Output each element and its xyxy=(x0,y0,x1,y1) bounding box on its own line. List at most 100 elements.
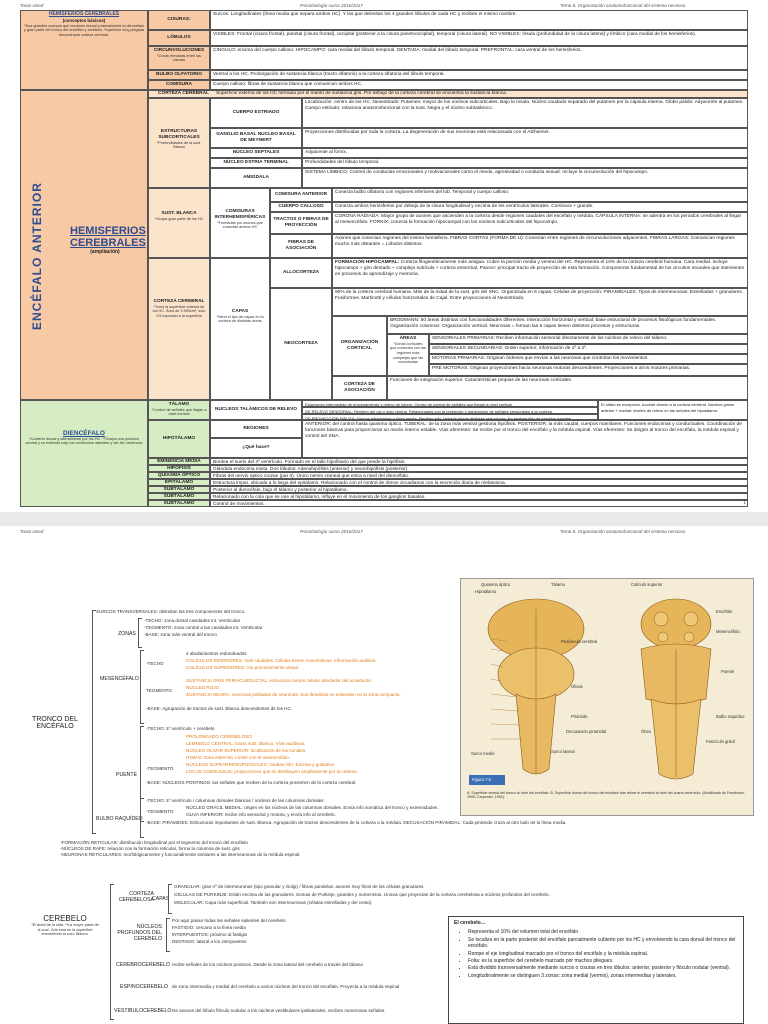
nucleos-brace xyxy=(166,918,170,952)
header-course-2: Psicobiología curso 2016/2017 xyxy=(300,529,363,534)
meso-techo-0: 4 abultamientos redondeados xyxy=(186,651,247,656)
cortex-row-text: Superficie externa de los HC formada por… xyxy=(216,91,508,97)
cuerpo-calloso-label: CUERPO CALLOSO xyxy=(270,202,332,212)
amigdala-label: AMIGDALA xyxy=(210,168,302,188)
estria-terminal-label: NÚCLEO ESTRIA TERMINAL xyxy=(210,158,302,168)
area-item-2: MOTORAS PRIMARIAS: Originan órdenes que … xyxy=(429,354,748,364)
capas-box: CAPAS *Varía el tipo de capas en la cort… xyxy=(210,258,270,400)
puente-teg-2: NÚCLEO OLIVAR SUPERIOR: localización de … xyxy=(186,748,307,753)
bulbo-brace xyxy=(140,798,144,838)
capa-purkinje: CÉLULAS DE PURKINJE: Están encima de las… xyxy=(174,892,550,897)
cisuras-text: Surcos: Longitudinales (línea media que … xyxy=(210,10,748,30)
vestibulocerebelo-label: VESTIBULOCEREBELO xyxy=(114,1008,172,1014)
meso-techo-1: COLÍCULOS INFERIORES: más caudales. Célu… xyxy=(186,658,377,663)
cerebelo-note-box: El cerebelo… Representa el 10% del volum… xyxy=(448,916,744,1024)
neocorteza-text: 90% de la corteza cerebral humana. Más d… xyxy=(332,288,748,316)
page-number: 1 xyxy=(743,500,746,506)
hemispheres-expansion-title: HEMISFERIOS CEREBRALES xyxy=(70,225,146,249)
note-item: Rompe el eje longitudinal marcado por el… xyxy=(468,951,738,957)
page-1: Tania Uned Psicobiología curso 2016/2017… xyxy=(0,0,768,512)
nucleo-septales-label: NÚCLEO SEPTALES xyxy=(210,148,302,158)
header-course: Psicobiología curso 2016/2017 xyxy=(300,3,363,8)
puente-brace xyxy=(140,726,144,822)
comisuras-label: COMISURAS INTERHEMISFÉRICAS xyxy=(214,209,266,220)
comisura-text: Cuerpo calloso: fibras de sustancia blan… xyxy=(210,80,748,90)
circunvoluciones-label: CIRCUNVOLUCIONES *Zonas elevadas entre l… xyxy=(148,46,210,70)
fig-label-quiasma: Quiasma óptico xyxy=(481,582,511,587)
fibras-asociacion-text: Axones que conectan regiones del mismo h… xyxy=(332,234,748,258)
fig-label-obex: Óbex xyxy=(641,729,652,734)
talamo-extra: El olfato es excepción. Accede directo a… xyxy=(598,400,748,420)
areas-box: ÁREAS *Zonas corticales que conectan con… xyxy=(387,334,429,376)
tractos-text: CORONA RADIADA: Mayor grupo de axones qu… xyxy=(332,212,748,234)
subtalamo-label-0: SUBTÁLAMO xyxy=(148,486,210,493)
sust-blanca-note: *Ocupa gran parte de los HC xyxy=(154,216,204,221)
hipotalamo-text: ANTERIOR: del control hasta quiasma ópti… xyxy=(302,420,748,458)
zonas-label: ZONAS xyxy=(118,631,136,637)
talamo-row-1: DE RELEVO SENSORIAL: Reciben del ojo y o… xyxy=(302,407,598,414)
fig-label-pedunculo: Pedúnculo cerebral xyxy=(561,639,598,644)
vestibulocerebelo-text: De axones del lóbulo flóculo nodular a l… xyxy=(172,1008,386,1013)
diencefalo-box: DIENCÉFALO *Cubierto dorsal y lateralmen… xyxy=(20,400,148,507)
cerebelo-brace xyxy=(110,884,114,1020)
fig-label-talamo: Tálamo xyxy=(551,582,565,587)
ganglio-basal-label: GANGLIO BASAL NUCLEO BASAL DE MEYNERT xyxy=(210,128,302,148)
capas-brace xyxy=(168,884,172,914)
subtalamo-label-2: SUBTÁLAMO xyxy=(148,500,210,507)
fig-label-olivas: Olivas xyxy=(571,684,583,689)
allocorteza-text: Corteza filogenéticamente más antigua. C… xyxy=(335,260,745,277)
header-author: Tania Uned xyxy=(20,3,44,8)
meso-techo-2: COLÍCULOS SUPERIORES: Vía procesamiento … xyxy=(186,665,300,670)
talamo-note: *Control de señales que llegan a nivel c… xyxy=(151,407,207,417)
puente-base: -BASE: NÚCLEOS PONTINOS: las señales que… xyxy=(146,780,357,785)
note-box-list: Representa el 10% del volumen total del … xyxy=(462,929,738,979)
quiasma-text: Fibras del nervio óptico cruzan (par II)… xyxy=(210,472,748,479)
talamo-row-0: Estaciones intermedias de procesamiento … xyxy=(302,400,598,407)
comisura-anterior-text: Conecta bulbo olfatorio con regiones inf… xyxy=(332,188,748,202)
amigdala-text: SISTEMA LÍMBICO: Control de conductas em… xyxy=(302,168,748,188)
org-cortical-label: ORGANIZACIÓN CORTICAL xyxy=(332,316,387,376)
allocorteza-box: FORMACIÓN HIPOCAMPAL: Corteza filogenéti… xyxy=(332,258,748,288)
fig-label-encefalo: Encéfalo xyxy=(716,609,733,614)
meso-techo: -TECHO xyxy=(146,661,164,666)
formacion-2: -NEURONAS RETICULARES: morfológicamente … xyxy=(60,852,301,857)
quiasma-label: QUIASMA ÓPTICO xyxy=(148,472,210,479)
mesencefalo-brace xyxy=(140,650,144,724)
epitalamo-label: EPITÁLAMO xyxy=(148,479,210,486)
fig-label-coliculo-sup: Colículo superior xyxy=(631,582,663,587)
fig-label-bulbo: Bulbo raquídeo xyxy=(716,714,745,719)
corteza-cerebral-box: CORTEZA CEREBRAL *Toma la superficie ext… xyxy=(148,258,210,400)
fig-label-surco-medio: Surco medio xyxy=(471,751,495,756)
zona-2: -BASE: zona más ventral del tronco xyxy=(144,632,217,637)
header-topic: Tema 8. Organización anatomofuncional de… xyxy=(560,3,686,8)
que-hace-label: ¿Qué hace? xyxy=(210,438,302,458)
note-item: Longitudinalmente se distinguen 3 zonas:… xyxy=(468,973,738,979)
subcortical-label: ESTRUCTURAS SUBCORTICALES xyxy=(158,129,200,140)
bulbo-techo: -TECHO: 4º ventrículo / columnas dorsale… xyxy=(146,798,324,803)
hipofisis-text: Glándula endocrina mixta. Dos lóbulos: A… xyxy=(210,465,748,472)
surcos-text: SURCOS TRANSVERSALES: delimitan las tres… xyxy=(96,609,246,614)
cerebrocerebelo-text: recibe señales de los núcleos pontinos. … xyxy=(172,962,364,967)
cuerpo-estriado-text: Localización: centro de los HC. Neoestri… xyxy=(302,98,748,128)
asociacion-text: Funciones de integración superior. Carac… xyxy=(387,376,748,400)
hipofisis-label: HIPÓFISIS xyxy=(148,465,210,472)
subtalamo-text-1: Relacionado con la cola que se une al hi… xyxy=(210,493,748,500)
hemispheres-expansion-heading: HEMISFERIOS CEREBRALES (ampliación) xyxy=(70,225,146,255)
epitalamo-text: Estructura impar, ubicada a lo largo del… xyxy=(210,479,748,486)
fig-label-decusacion: Decusación piramidal xyxy=(566,729,607,734)
note-item: Se localiza en la parte posterior del en… xyxy=(468,937,738,950)
capa-molecular: MOLECULAR: Capa más superficial. También… xyxy=(174,900,373,905)
fig-label-fasciculo: Fascículo grácil xyxy=(706,739,736,744)
area-item-0: SENSORIALES PRIMARIAS: Reciben informaci… xyxy=(429,334,748,344)
circunvoluciones-text: CINGULO: encima del cuerpo calloso. HIPO… xyxy=(210,46,748,70)
capas-note: *Varía el tipo de capas en la corteza de… xyxy=(216,314,264,324)
hipotalamo-label: HIPOTÁLAMO xyxy=(148,420,210,458)
diencefalo-title: DIENCÉFALO xyxy=(63,430,105,437)
page-2: Tania Uned Psicobiología curso 2016/2017… xyxy=(0,526,768,1024)
zonas-brace xyxy=(138,618,142,648)
formacion-0: -FORMACIÓN RETICULAR: distribución longi… xyxy=(60,840,248,845)
capas-cerebelo-label: CAPAS xyxy=(152,896,170,902)
nucleos-item-0: Por aquí pasan todas las señales salient… xyxy=(172,918,286,923)
cuerpo-calloso-text: Conecta ambos hemisferios por debajo de … xyxy=(332,202,748,212)
asociacion-label: CORTEZA DE ASOCIACIÓN xyxy=(332,376,387,400)
